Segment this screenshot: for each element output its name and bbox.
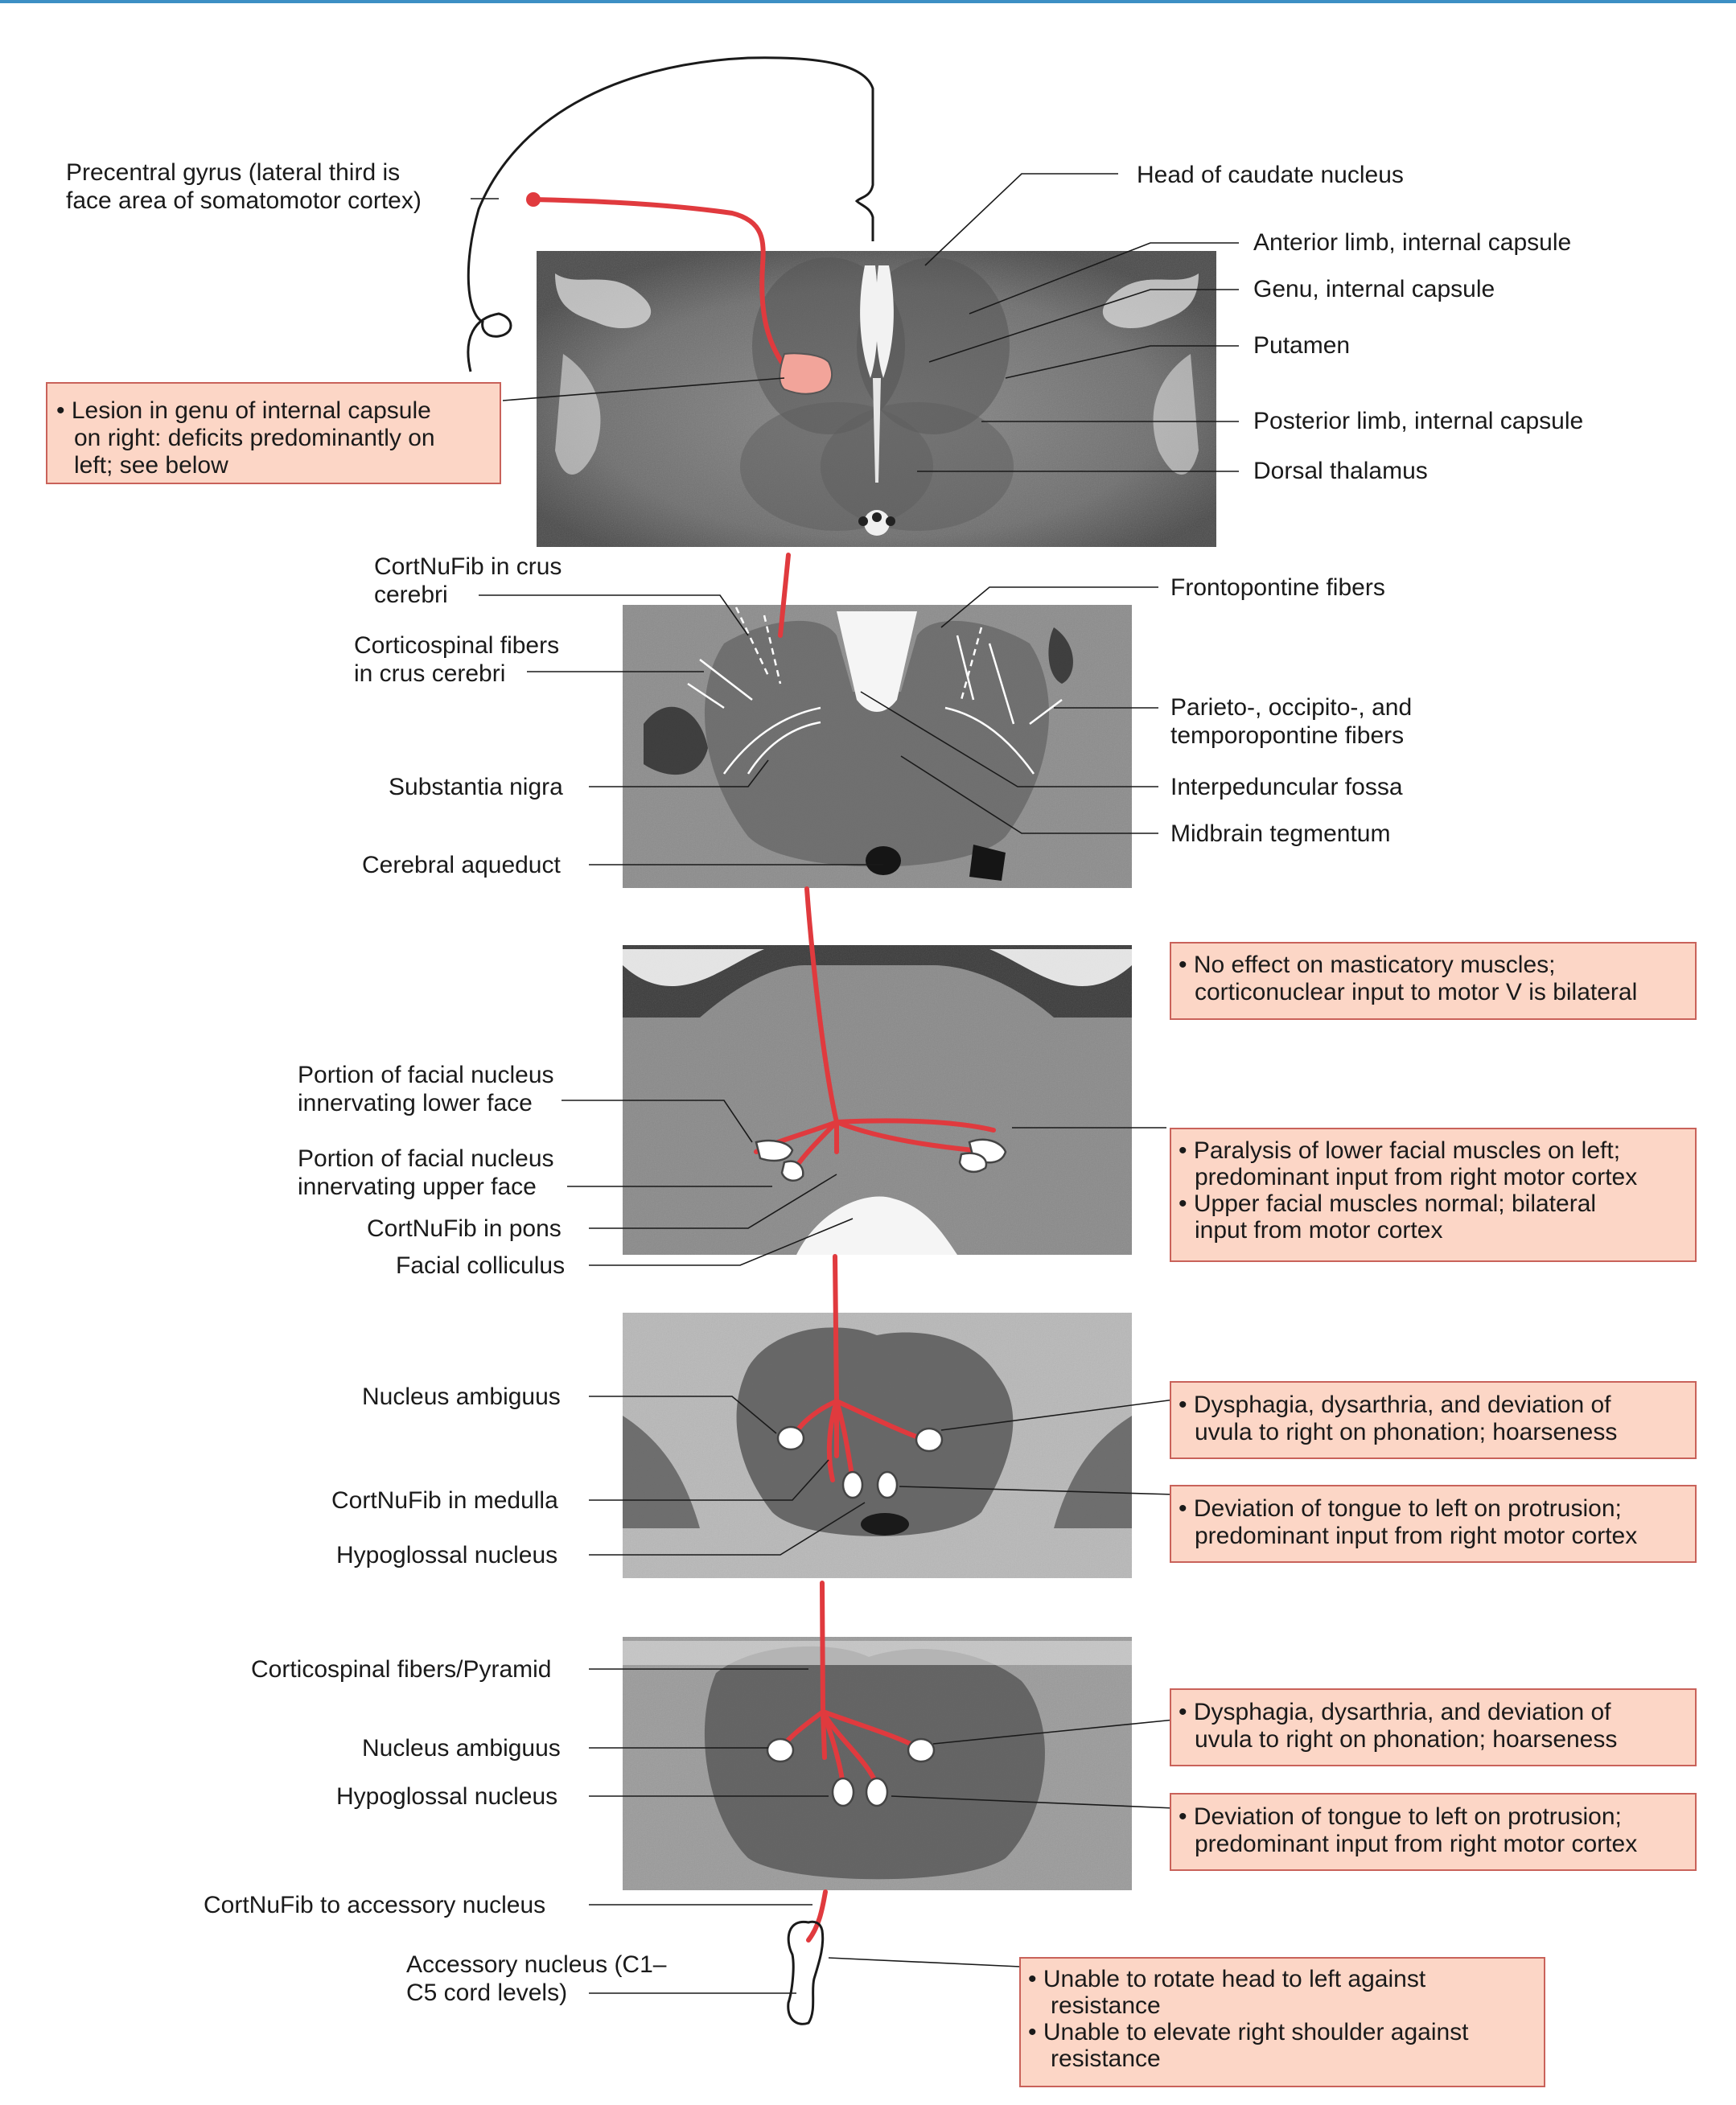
label-hypoglossal-1: Hypoglossal nucleus [336, 1542, 557, 1568]
label-anterior-limb: Anterior limb, internal capsule [1253, 229, 1571, 256]
label-midbrain-tegmentum: Midbrain tegmentum [1170, 820, 1390, 847]
label-corticospinal-pyramid: Corticospinal fibers/Pyramid [251, 1656, 551, 1683]
lesion-marker [779, 352, 833, 395]
svg-text:• Deviation of tongue to left: • Deviation of tongue to left on protrus… [1179, 1803, 1637, 1857]
leader-lines [471, 173, 1239, 1994]
label-facial-colliculus: Facial colliculus [396, 1252, 565, 1279]
label-accessory-nucleus: Accessory nucleus (C1–C5 cord levels) [406, 1951, 667, 2006]
label-hypoglossal-2: Hypoglossal nucleus [336, 1783, 557, 1810]
label-substantia-nigra: Substantia nigra [389, 774, 563, 800]
label-putamen: Putamen [1253, 332, 1350, 359]
callout-dysphagia-1: • Dysphagia, dysarthria, and deviation o… [1170, 1381, 1697, 1459]
svg-text:• Dysphagia, dysarthria, and d: • Dysphagia, dysarthria, and deviation o… [1179, 1392, 1617, 1445]
label-cerebral-aqueduct: Cerebral aqueduct [362, 852, 561, 878]
label-nucleus-ambiguus-2: Nucleus ambiguus [362, 1735, 561, 1762]
mri-pons [623, 945, 1132, 1255]
label-nucleus-ambiguus-1: Nucleus ambiguus [362, 1383, 561, 1410]
callout-facial: • Paralysis of lower facial muscles on l… [1170, 1128, 1697, 1262]
medulla-lower-nuclei [766, 1737, 936, 1807]
pons-nuclei [755, 1138, 1007, 1182]
cortex-outline [467, 56, 874, 372]
corticonuclear-tract [526, 192, 996, 1943]
header-bar [0, 0, 1736, 3]
label-dorsal-thalamus: Dorsal thalamus [1253, 458, 1428, 484]
svg-text:• Unable to rotate head to lef: • Unable to rotate head to left againstr… [1028, 1966, 1469, 2072]
svg-text:• Paralysis of lower facial mu: • Paralysis of lower facial muscles on l… [1179, 1137, 1637, 1244]
mri-medulla-lower [623, 1637, 1132, 1890]
label-cortnufib-accessory: CortNuFib to accessory nucleus [204, 1892, 545, 1918]
svg-text:• No effect on masticatory mus: • No effect on masticatory muscles;corti… [1179, 952, 1637, 1005]
label-genu: Genu, internal capsule [1253, 276, 1495, 302]
medulla-upper-nuclei [776, 1425, 944, 1499]
mri-medulla-upper [623, 1313, 1132, 1578]
label-posterior-limb: Posterior limb, internal capsule [1253, 408, 1583, 434]
label-frontopontine: Frontopontine fibers [1170, 574, 1385, 601]
mri-internal-capsule [537, 251, 1216, 547]
svg-text:• Dysphagia, dysarthria, and d: • Dysphagia, dysarthria, and deviation o… [1179, 1699, 1617, 1753]
svg-text:• Deviation of tongue to left: • Deviation of tongue to left on protrus… [1179, 1495, 1637, 1549]
mri-midbrain [623, 605, 1132, 888]
label-head-caudate: Head of caudate nucleus [1137, 162, 1404, 188]
label-cortnufib-medulla: CortNuFib in medulla [331, 1487, 558, 1514]
callout-masticatory: • No effect on masticatory muscles;corti… [1170, 942, 1697, 1020]
callout-tongue-1: • Deviation of tongue to left on protrus… [1170, 1485, 1697, 1563]
accessory-nucleus-outline [787, 1920, 825, 2025]
callout-dysphagia-2: • Dysphagia, dysarthria, and deviation o… [1170, 1688, 1697, 1766]
label-interpeduncular: Interpeduncular fossa [1170, 774, 1403, 800]
callout-tongue-2: • Deviation of tongue to left on protrus… [1170, 1793, 1697, 1871]
label-cortnufib-pons: CortNuFib in pons [367, 1215, 562, 1242]
